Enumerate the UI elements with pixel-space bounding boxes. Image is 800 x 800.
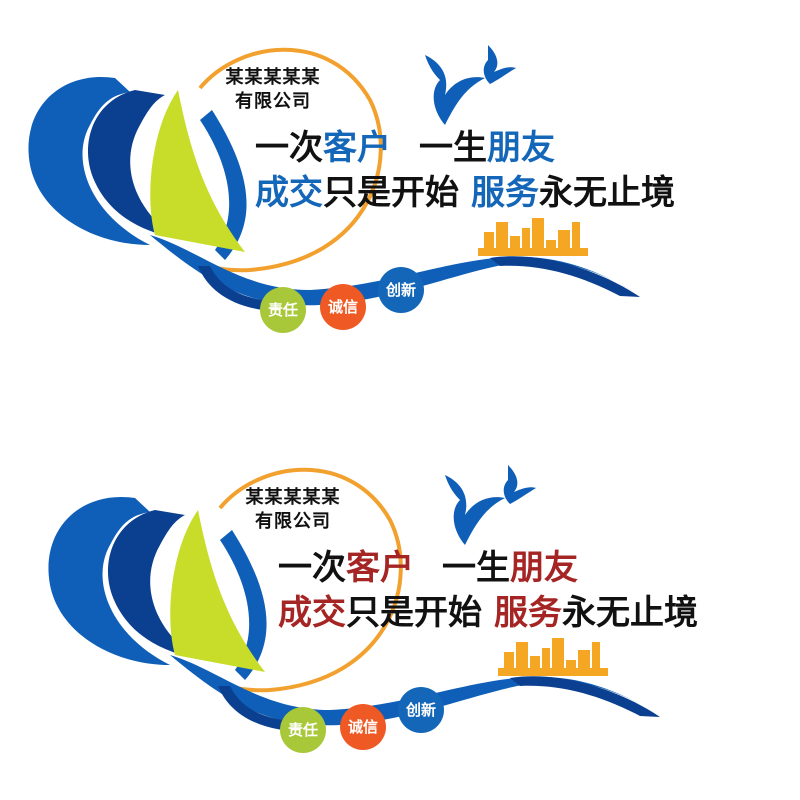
left-wave-inner [107,510,195,658]
badge-innovation: 创新 [398,687,444,733]
city-skyline-icon [478,218,588,256]
slogan-highlight: 客户 [323,128,391,168]
slogan-text: 只是开始 [346,593,482,633]
bird-icon-large [425,55,485,125]
slogan-line-2: 成交只是开始服务永无止境 [278,593,698,633]
left-wave-inner [87,90,175,238]
right-swoosh [510,676,660,717]
slogan-text: 一生 [442,548,510,588]
slogan-highlight: 服务 [471,173,539,213]
slogan-text: 一生 [419,128,487,168]
inner-blue-swoosh [200,110,247,260]
left-wave-outer [48,496,170,665]
badge-integrity: 诚信 [320,284,366,330]
city-skyline-icon [498,638,608,676]
bird-icon-small [503,465,536,504]
slogan-text: 只是开始 [323,173,459,213]
slogan-highlight: 朋友 [510,548,578,588]
badge-innovation: 创新 [378,267,424,313]
slogan-text: 一次 [255,128,323,168]
orange-ring [203,467,403,693]
decor-graphic [48,465,660,732]
slogan-line-2: 成交只是开始服务永无止境 [255,173,675,213]
company-name-line1: 某某某某某 [225,67,321,88]
slogan-highlight: 客户 [346,548,414,588]
company-name-line2: 有限公司 [255,511,331,532]
inner-blue-swoosh [220,530,267,680]
company-name: 某某某某某 有限公司 [208,66,338,114]
green-sail [150,90,245,252]
design-panel-blue: 某某某某某 有限公司 一次客户一生朋友 成交只是开始服务永无止境 责任 诚信 创… [0,0,800,333]
slogan-text: 一次 [278,548,346,588]
bird-icon-large [445,475,505,545]
slogan-highlight: 朋友 [487,128,555,168]
bottom-swoosh [170,655,660,726]
slogan-line-1: 一次客户一生朋友 [255,128,555,168]
bottom-swoosh [150,235,640,306]
slogan-highlight: 服务 [494,593,562,633]
slogan-text: 永无止境 [539,173,675,213]
bird-icon-small [483,45,516,84]
badge-responsibility: 责任 [280,707,326,753]
badge-integrity: 诚信 [340,704,386,750]
company-name-line2: 有限公司 [235,91,311,112]
company-name-line1: 某某某某某 [245,487,341,508]
slogan-line-1: 一次客户一生朋友 [278,548,578,588]
right-swoosh [490,256,640,297]
green-sail [170,510,265,672]
design-panel-red: 某某某某某 有限公司 一次客户一生朋友 成交只是开始服务永无止境 责任 诚信 创… [0,420,800,753]
slogan-highlight: 成交 [255,173,323,213]
company-name: 某某某某某 有限公司 [228,486,358,534]
badge-responsibility: 责任 [260,287,306,333]
left-wave-outer [28,76,150,245]
slogan-highlight: 成交 [278,593,346,633]
orange-ring [183,47,383,273]
slogan-text: 永无止境 [562,593,698,633]
